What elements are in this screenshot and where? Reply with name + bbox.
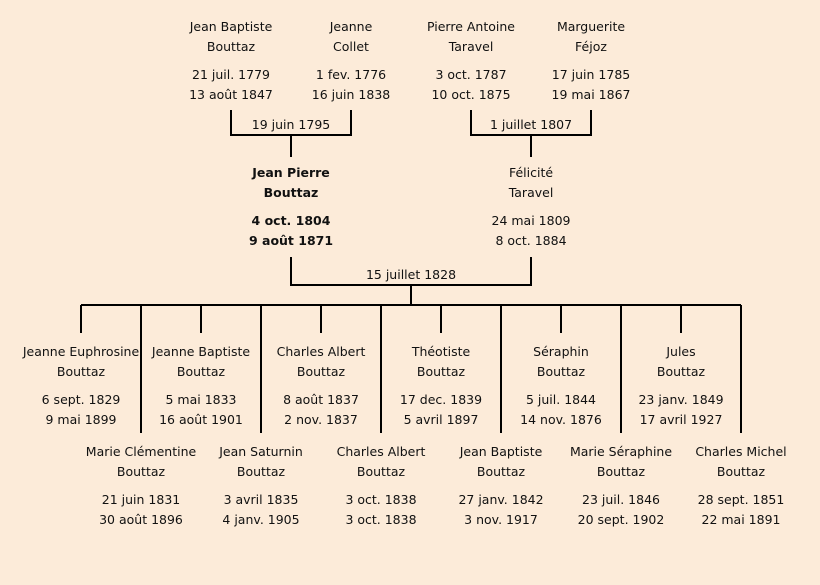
first-name: Théotiste	[411, 344, 471, 359]
first-name: Charles Albert	[276, 344, 366, 359]
last-name: Bouttaz	[716, 464, 766, 479]
birth-date: 3 oct. 1787	[435, 67, 507, 82]
death-date: 16 août 1901	[159, 412, 243, 427]
last-name: Bouttaz	[263, 185, 319, 200]
birth-date: 21 juil. 1779	[192, 67, 270, 82]
death-date: 22 mai 1891	[701, 512, 781, 527]
death-date: 19 mai 1867	[551, 87, 631, 102]
death-date: 10 oct. 1875	[431, 87, 511, 102]
birth-date: 17 juin 1785	[551, 67, 631, 82]
last-name: Féjoz	[575, 39, 607, 54]
first-name: Jean Baptiste	[189, 19, 273, 34]
last-name: Bouttaz	[176, 364, 226, 379]
marriage-connector-bouttaz-collet	[230, 110, 352, 157]
last-name: Taravel	[508, 185, 554, 200]
first-name: Jean Saturnin	[219, 444, 303, 459]
first-name: Jules	[666, 344, 696, 359]
marriage-date: 1 juillet 1807	[489, 117, 573, 132]
first-name: Marie Clémentine	[85, 444, 197, 459]
birth-date: 8 août 1837	[283, 392, 359, 407]
last-name: Bouttaz	[356, 464, 406, 479]
birth-date: 23 janv. 1849	[638, 392, 724, 407]
death-date: 17 avril 1927	[639, 412, 723, 427]
birth-date: 5 mai 1833	[165, 392, 237, 407]
first-name: Jean Baptiste	[459, 444, 543, 459]
last-name: Bouttaz	[596, 464, 646, 479]
death-date: 30 août 1896	[99, 512, 183, 527]
birth-date: 28 sept. 1851	[697, 492, 785, 507]
death-date: 9 août 1871	[248, 233, 334, 248]
last-name: Bouttaz	[296, 364, 346, 379]
birth-date: 17 dec. 1839	[399, 392, 483, 407]
first-name: Marie Séraphine	[569, 444, 673, 459]
last-name: Collet	[333, 39, 369, 54]
birth-date: 27 janv. 1842	[458, 492, 544, 507]
last-name: Bouttaz	[656, 364, 706, 379]
first-name: Pierre Antoine	[427, 19, 515, 34]
last-name: Bouttaz	[476, 464, 526, 479]
marriage-date: 19 juin 1795	[251, 117, 331, 132]
death-date: 4 janv. 1905	[222, 512, 300, 527]
first-name: Charles Michel	[695, 444, 787, 459]
first-name: Jean Pierre	[252, 165, 330, 180]
last-name: Bouttaz	[236, 464, 286, 479]
last-name: Taravel	[448, 39, 494, 54]
last-name: Bouttaz	[416, 364, 466, 379]
death-date: 8 oct. 1884	[495, 233, 567, 248]
death-date: 14 nov. 1876	[520, 412, 602, 427]
birth-date: 5 juil. 1844	[525, 392, 597, 407]
birth-date: 3 oct. 1838	[345, 492, 417, 507]
death-date: 3 nov. 1917	[464, 512, 538, 527]
marriage-connector-parents	[290, 257, 532, 305]
birth-date: 4 oct. 1804	[251, 213, 331, 228]
first-name: Marguerite	[556, 19, 626, 34]
death-date: 13 août 1847	[189, 87, 273, 102]
child-stubs-top	[80, 305, 682, 333]
birth-date: 24 mai 1809	[491, 213, 571, 228]
first-name: Jeanne Euphrosine	[22, 344, 140, 359]
last-name: Bouttaz	[56, 364, 106, 379]
death-date: 3 oct. 1838	[345, 512, 417, 527]
marriage-date: 15 juillet 1828	[365, 267, 457, 282]
first-name: Charles Albert	[336, 444, 426, 459]
first-name: Séraphin	[533, 344, 589, 359]
birth-date: 6 sept. 1829	[41, 392, 121, 407]
birth-date: 23 juil. 1846	[582, 492, 660, 507]
child-stubs-bottom	[140, 305, 742, 433]
birth-date: 1 fev. 1776	[315, 67, 387, 82]
birth-date: 21 juin 1831	[101, 492, 181, 507]
last-name: Bouttaz	[536, 364, 586, 379]
last-name: Bouttaz	[206, 39, 256, 54]
first-name: Jeanne	[329, 19, 373, 34]
death-date: 20 sept. 1902	[577, 512, 665, 527]
death-date: 9 mai 1899	[45, 412, 117, 427]
death-date: 5 avril 1897	[403, 412, 479, 427]
death-date: 16 juin 1838	[311, 87, 391, 102]
first-name: Jeanne Baptiste	[151, 344, 251, 359]
death-date: 2 nov. 1837	[284, 412, 358, 427]
first-name: Félicité	[508, 165, 554, 180]
marriage-connector-taravel-fejoz	[470, 110, 592, 157]
birth-date: 3 avril 1835	[223, 492, 299, 507]
last-name: Bouttaz	[116, 464, 166, 479]
